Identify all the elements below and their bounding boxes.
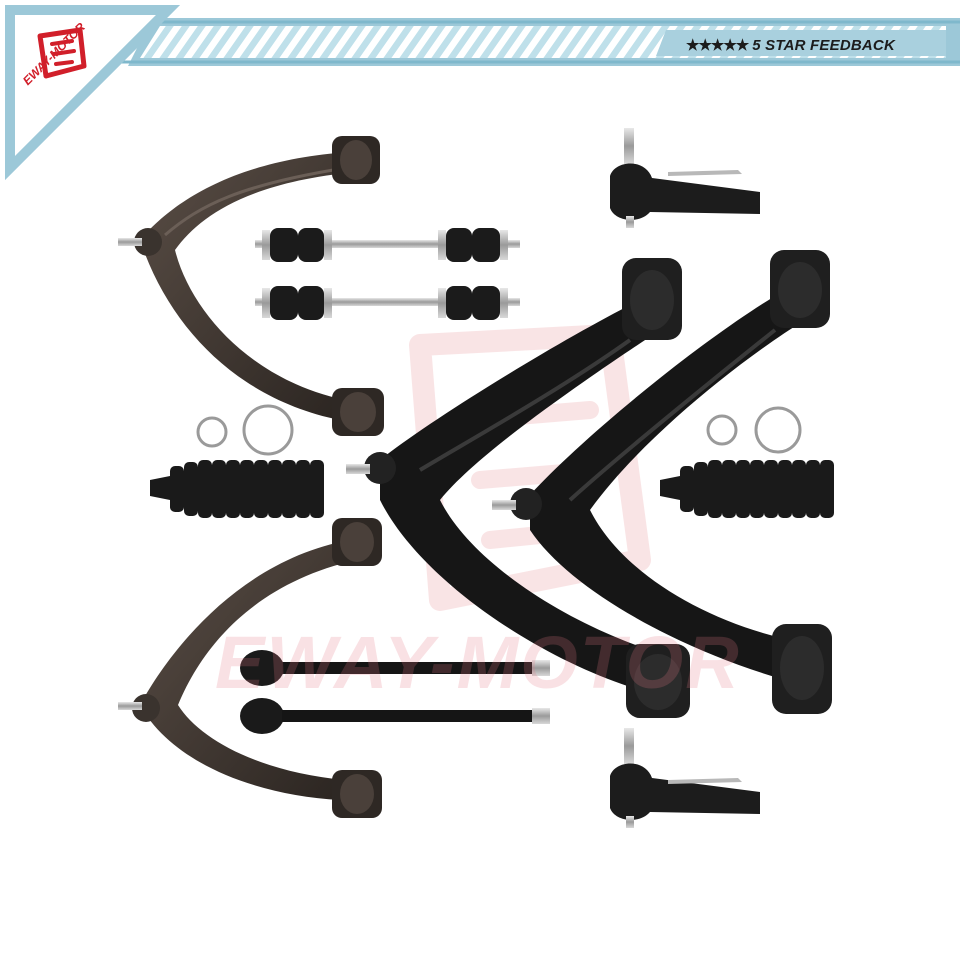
watermark-text: EWAY-MOTOR (215, 621, 741, 704)
inner-tie-rod-1 (240, 650, 550, 686)
upper-control-arm-bottom (118, 518, 382, 818)
sway-bar-link-1 (255, 228, 520, 262)
five-star-icon: ★★★★★ (686, 37, 749, 54)
boot-clamps-left (196, 404, 294, 456)
outer-tie-rod-end-bottom (610, 728, 760, 828)
feedback-banner (120, 18, 960, 66)
feedback-text: 5 STAR FEEDBACK (752, 37, 895, 54)
sway-bar-link-2 (255, 286, 520, 320)
rack-boot-left (150, 460, 324, 518)
brand-logo (0, 0, 182, 182)
lower-control-arm-right (492, 250, 832, 714)
rack-boot-right (660, 460, 834, 518)
lower-control-arm-left (346, 258, 690, 718)
inner-tie-rod-2 (240, 698, 550, 734)
feedback-label: ★★★★★5 STAR FEEDBACK (686, 36, 946, 58)
boot-clamps-right (706, 406, 802, 454)
upper-control-arm-top (118, 136, 384, 436)
outer-tie-rod-end-top (610, 128, 760, 228)
